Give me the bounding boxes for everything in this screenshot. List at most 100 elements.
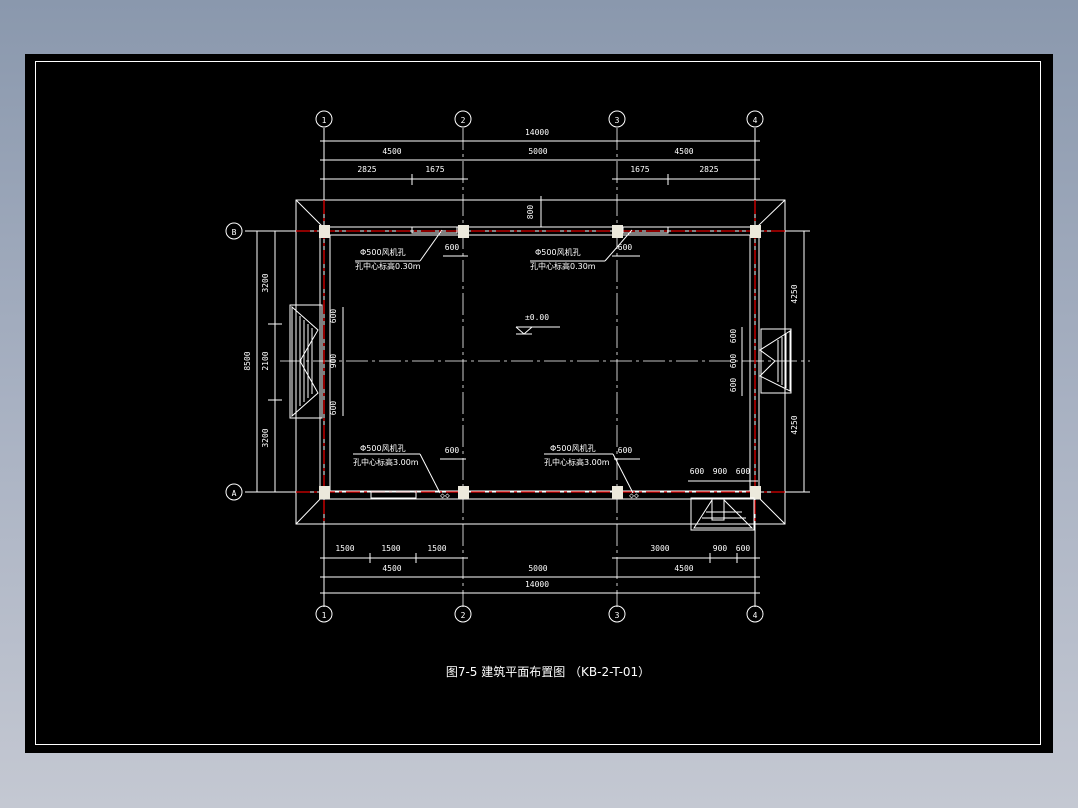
bottom-entrance-steps [690,497,755,531]
axis-bubble-b: B [225,222,243,240]
svg-text:B: B [232,228,237,237]
svg-text:600: 600 [618,243,633,252]
axis-bubble-2-top: 2 [454,110,472,128]
svg-text:600: 600 [329,401,338,416]
svg-text:±0.00: ±0.00 [525,313,549,322]
svg-text:3000: 3000 [650,544,669,553]
svg-text:600: 600 [618,446,633,455]
svg-text:1500: 1500 [335,544,354,553]
window-top-left [411,226,458,234]
svg-text:2100: 2100 [261,351,270,370]
svg-text:5000: 5000 [528,147,547,156]
drawing-frame [35,61,1041,745]
svg-text:800: 800 [526,205,535,220]
svg-text:◇◇: ◇◇ [440,491,450,500]
axis-bubble-4-top: 4 [746,110,764,128]
window-top-right [622,226,669,234]
axis-bubble-3-top: 3 [608,110,626,128]
column [612,486,623,499]
svg-text:孔中心标高0.30m: 孔中心标高0.30m [355,261,421,271]
right-entrance-steps [759,328,792,394]
svg-text:Φ500风机孔: Φ500风机孔 [360,247,406,257]
svg-text:600: 600 [690,467,705,476]
svg-text:2825: 2825 [357,165,376,174]
drawing-sheet: 1 2 3 4 1 2 3 4 B A 14000 4500 5000 4500… [25,54,1053,753]
svg-text:600: 600 [445,243,460,252]
window-bottom-left [370,491,417,499]
column [750,486,761,499]
svg-text:孔中心标高3.00m: 孔中心标高3.00m [353,457,419,467]
svg-text:900: 900 [329,354,338,369]
svg-text:孔中心标高3.00m: 孔中心标高3.00m [544,457,610,467]
svg-text:◇◇: ◇◇ [629,491,639,500]
fan-hole-note-bottom-left: Φ500风机孔 孔中心标高3.00m 600 ◇◇ [353,443,466,500]
svg-text:600: 600 [729,378,738,393]
top-dimensions: 14000 4500 5000 4500 2825 1675 1675 2825 [320,128,760,185]
svg-text:1500: 1500 [427,544,446,553]
fan-hole-note-top-left: Φ500风机孔 孔中心标高0.30m 600 [355,229,468,271]
svg-text:14000: 14000 [525,580,549,589]
fan-hole-note-bottom-right: Φ500风机孔 孔中心标高3.00m 600 ◇◇ [544,443,640,500]
axis-bubble-4-bottom: 4 [746,605,764,623]
svg-text:3: 3 [615,611,620,620]
axis-bubble-2-bottom: 2 [454,605,472,623]
svg-text:4500: 4500 [382,564,401,573]
axis-bubble-1-top: 1 [315,110,333,128]
axis-bubble-3-bottom: 3 [608,605,626,623]
svg-text:2: 2 [461,611,466,620]
svg-text:4250: 4250 [790,415,799,434]
svg-text:14000: 14000 [525,128,549,137]
bottom-dimensions: 1500 1500 1500 3000 900 600 4500 5000 45… [320,544,760,594]
svg-text:4500: 4500 [674,147,693,156]
svg-text:3: 3 [615,116,620,125]
svg-text:8500: 8500 [243,351,252,370]
svg-text:600: 600 [445,446,460,455]
svg-text:4500: 4500 [674,564,693,573]
svg-text:1675: 1675 [630,165,649,174]
fan-hole-note-top-right: Φ500风机孔 孔中心标高0.30m 600 [530,229,640,271]
top-offset-dimension: 800 [526,196,542,227]
axis-bubble-1-bottom: 1 [315,605,333,623]
left-dimensions: 8500 3200 2100 3200 600 900 600 [243,231,344,492]
svg-text:600: 600 [729,354,738,369]
elevation-mark: ±0.00 [515,313,560,335]
svg-text:1: 1 [322,611,327,620]
entrance-dimensions: 600 900 600 [688,467,758,482]
svg-text:3200: 3200 [261,273,270,292]
svg-text:1: 1 [322,116,327,125]
svg-text:孔中心标高0.30m: 孔中心标高0.30m [530,261,596,271]
svg-text:1675: 1675 [425,165,444,174]
svg-text:Φ500风机孔: Φ500风机孔 [550,443,596,453]
column [612,225,623,238]
svg-text:3200: 3200 [261,428,270,447]
svg-text:600: 600 [329,309,338,324]
svg-text:1500: 1500 [381,544,400,553]
column [750,225,761,238]
svg-text:4250: 4250 [790,284,799,303]
svg-text:A: A [232,489,237,498]
svg-text:5000: 5000 [528,564,547,573]
svg-text:4: 4 [753,116,758,125]
column [319,225,330,238]
left-entrance-steps [289,304,323,419]
svg-text:900: 900 [713,544,728,553]
axis-bubble-a: A [225,483,243,501]
svg-text:900: 900 [713,467,728,476]
svg-text:600: 600 [736,467,751,476]
svg-text:2: 2 [461,116,466,125]
svg-text:2825: 2825 [699,165,718,174]
svg-text:600: 600 [729,329,738,344]
floor-plan-drawing: 1 2 3 4 1 2 3 4 B A 14000 4500 5000 4500… [225,110,810,679]
column [458,225,469,238]
column [319,486,330,499]
svg-text:600: 600 [736,544,751,553]
svg-text:Φ500风机孔: Φ500风机孔 [360,443,406,453]
svg-text:4500: 4500 [382,147,401,156]
drawing-title: 图7-5 建筑平面布置图 （KB-2-T-01） [446,664,650,679]
svg-text:Φ500风机孔: Φ500风机孔 [535,247,581,257]
svg-text:4: 4 [753,611,758,620]
column [458,486,469,499]
outer-wall [319,226,760,500]
right-dimensions: 4250 4250 600 600 600 [729,231,805,492]
inner-wall [329,234,751,492]
